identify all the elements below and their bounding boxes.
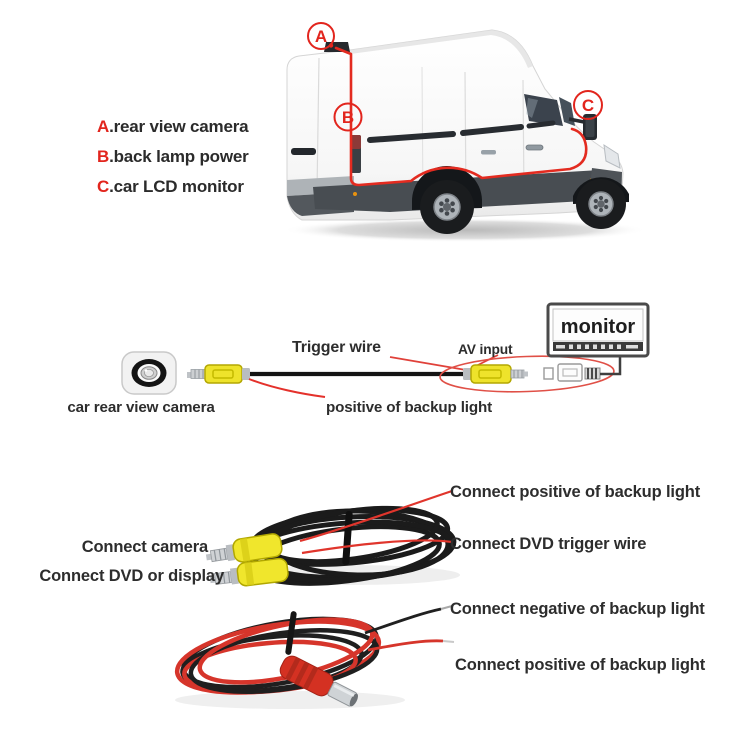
legend-text-c: .car LCD monitor [109, 177, 244, 196]
power-cable-coil [174, 616, 382, 695]
side-mirror-icon [568, 114, 597, 140]
rca-red-wire-bottom [301, 539, 453, 555]
rca-trigger-label: Connect DVD trigger wire [450, 535, 647, 553]
wiring-schematic: monitor [121, 302, 650, 398]
marker-b-letter: B [342, 108, 354, 127]
av-input-connector-icon [543, 363, 601, 382]
marker-a: A [307, 22, 335, 50]
marker-c-letter: C [582, 96, 594, 115]
legend-letter-b: B [97, 147, 110, 166]
power-red-wire [367, 639, 444, 652]
power-red-wire-tip [442, 640, 455, 643]
av-input-label: AV input [458, 342, 513, 357]
rca-dvd-label: Connect DVD or display [39, 567, 224, 585]
van-trim-strips [291, 120, 556, 173]
legend: A.rear view camera B.back lamp power C.c… [97, 112, 249, 202]
legend-letter-c: C [97, 177, 110, 196]
van-illustration: A B C [283, 22, 647, 242]
legend-item-c: C.car LCD monitor [97, 172, 249, 202]
trigger-wire-label: Trigger wire [292, 339, 381, 356]
rca-plug-left-icon [187, 364, 250, 384]
rca-cable-illustration [205, 489, 460, 587]
power-black-wire-tip [440, 605, 453, 610]
camera-wire-route [334, 46, 588, 187]
power-cable-tie [285, 611, 297, 655]
rca-camera-label: Connect camera [81, 538, 208, 556]
legend-item-b: B.back lamp power [97, 142, 249, 172]
rca-red-wire-top [299, 489, 453, 543]
trigger-wire-leader [389, 356, 467, 371]
connection-highlight-ellipse [439, 355, 615, 393]
backup-light-caption: positive of backup light [326, 399, 493, 416]
dc-plug-icon [279, 655, 358, 707]
power-positive-label: Connect positive of backup light [455, 656, 706, 674]
camera-caption: car rear view camera [67, 399, 215, 416]
camera-trigger-red-wire [248, 378, 326, 398]
legend-letter-a: A [97, 117, 110, 136]
power-negative-label: Connect negative of backup light [450, 600, 705, 618]
legend-item-a: A.rear view camera [97, 112, 249, 142]
camera-lens-icon [121, 351, 177, 395]
rear-wheel [411, 165, 482, 234]
marker-c: C [573, 90, 603, 120]
legend-text-a: .rear view camera [109, 117, 249, 136]
van-shadow [283, 218, 647, 242]
rca-plug-av-icon [463, 364, 528, 384]
rca-positive-label: Connect positive of backup light [450, 483, 701, 501]
rca-plug-camera-icon [205, 533, 283, 563]
monitor-label: monitor [561, 316, 636, 338]
marker-a-letter: A [315, 27, 327, 46]
rca-plug-dvd-icon [209, 557, 289, 587]
marker-b: B [333, 102, 363, 132]
legend-text-b: .back lamp power [109, 147, 249, 166]
front-wheel [573, 177, 629, 229]
monitor-cable [600, 356, 622, 376]
power-cable-illustration [174, 605, 455, 709]
power-black-wire [364, 607, 442, 635]
monitor-illustration: monitor [546, 302, 650, 358]
